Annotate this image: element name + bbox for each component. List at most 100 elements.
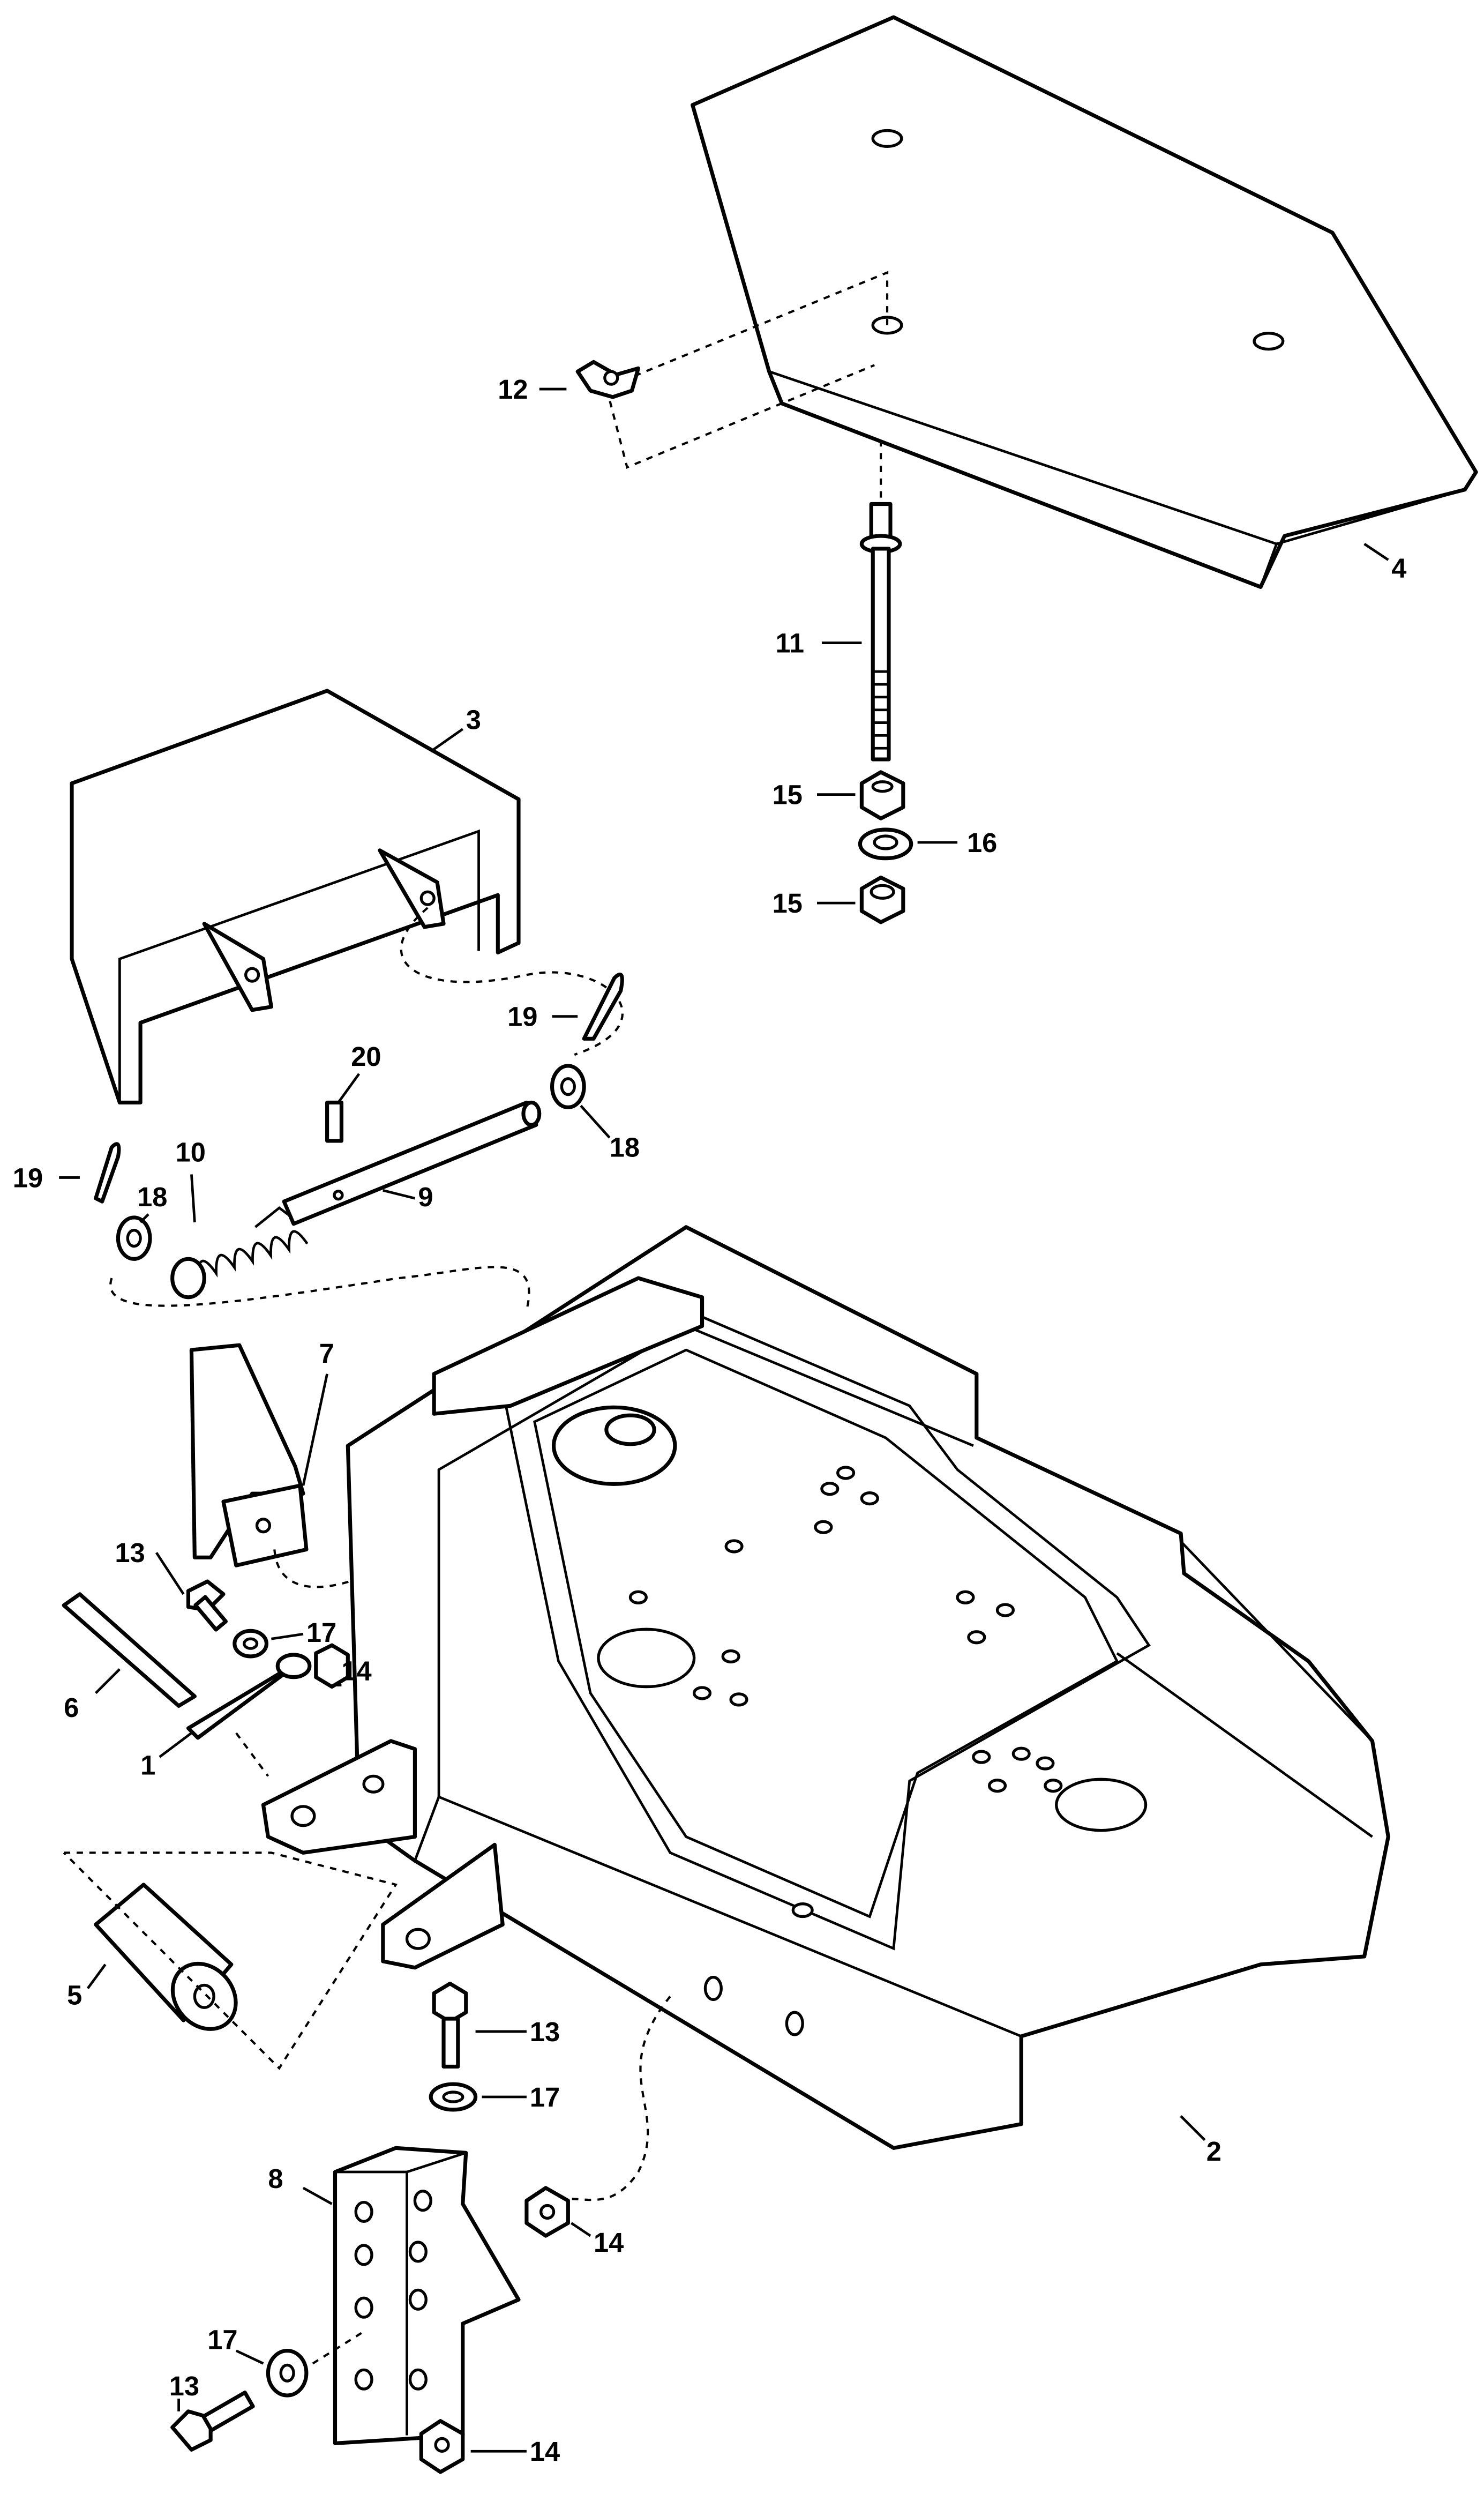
callout-number: 13 — [169, 2371, 199, 2401]
leader-line — [1363, 542, 1389, 561]
part-19-cotter-pin-left — [94, 1142, 121, 1204]
callout-number: 13 — [115, 1537, 145, 1568]
part-3-shield — [70, 689, 624, 1105]
part-15-nut-upper — [859, 770, 905, 820]
part-1-hook-bolt — [186, 1653, 312, 1777]
callout-6: 6 — [64, 1668, 121, 1723]
block-hole — [354, 2200, 373, 2223]
callout-number: 16 — [967, 827, 997, 858]
callout-number: 14 — [594, 2227, 624, 2258]
callout-19: 19 — [507, 1001, 578, 1032]
callout-number: 20 — [351, 1041, 381, 1072]
callout-number: 18 — [137, 1182, 167, 1212]
callout-number: 8 — [268, 2163, 283, 2194]
deck-hole — [972, 1750, 991, 1764]
callout-number: 2 — [1206, 2136, 1221, 2167]
deck-hole — [956, 1590, 975, 1604]
callout-18: 18 — [580, 1104, 640, 1163]
deck-hole — [836, 1466, 856, 1480]
deck-hole — [724, 1539, 744, 1554]
deck-hole — [814, 1520, 833, 1534]
callout-1: 1 — [140, 1732, 192, 1780]
leader-line — [271, 1632, 304, 1640]
callout-10: 10 — [176, 1137, 206, 1222]
part-19-cotter-pin-right — [582, 973, 624, 1041]
block-hole — [413, 2190, 432, 2212]
block-hole — [408, 2241, 428, 2263]
callout-number: 7 — [319, 1338, 334, 1369]
deck-hole — [729, 1692, 748, 1707]
leader-line — [430, 728, 464, 753]
part-18-washer-right — [550, 1064, 586, 1109]
leader-line — [159, 1732, 192, 1758]
callout-11: 11 — [776, 628, 862, 659]
leader-line — [139, 1213, 149, 1223]
callout-number: 18 — [610, 1132, 640, 1163]
callout-5: 5 — [67, 1963, 107, 2010]
callout-7: 7 — [302, 1338, 334, 1486]
callout-14: 14 — [570, 2222, 624, 2258]
callout-13: 13 — [169, 2371, 199, 2411]
callout-15: 15 — [773, 779, 856, 810]
callout-number: 10 — [176, 1137, 206, 1168]
callout-4: 4 — [1363, 542, 1406, 584]
callout-18: 18 — [137, 1182, 167, 1223]
leader-line — [383, 1189, 415, 1200]
part-18-washer-left — [116, 1215, 152, 1261]
callout-labels: 1241131516151920109181918713171461513172… — [13, 374, 1407, 2467]
part-11-bolt — [859, 502, 902, 761]
deck-hole — [967, 1630, 986, 1645]
callout-17: 17 — [271, 1617, 336, 1648]
leader-line — [1180, 2115, 1206, 2141]
callout-number: 19 — [507, 1001, 537, 1032]
part-20-roll-pin — [325, 1100, 343, 1143]
hinge-brackets — [261, 1739, 505, 1970]
deck-hole — [820, 1482, 840, 1496]
part-17-washer-lower — [266, 2349, 309, 2398]
part-16-washer — [858, 827, 913, 861]
part-4-top-plate — [605, 15, 1478, 589]
callout-number: 13 — [530, 2017, 560, 2047]
callout-number: 3 — [466, 704, 481, 735]
part-13-bolt-mid — [432, 1982, 468, 2069]
callout-14: 14 — [335, 1656, 372, 1686]
block-hole — [354, 2296, 373, 2319]
leader-line — [337, 1073, 361, 1103]
callout-number: 17 — [207, 2325, 237, 2355]
deck-hole — [860, 1491, 879, 1506]
callout-number: 12 — [498, 374, 528, 405]
part-13-bolt-upper — [186, 1579, 228, 1632]
callout-8: 8 — [268, 2163, 333, 2205]
block-hole — [408, 2368, 428, 2391]
callout-20: 20 — [337, 1041, 381, 1103]
part-6-pin — [62, 1592, 197, 1708]
leader-line — [86, 1963, 107, 1989]
part-7-bracket — [189, 1343, 431, 1588]
block-hole — [354, 2368, 373, 2391]
callout-17: 17 — [482, 2082, 560, 2112]
leader-line — [580, 1104, 611, 1139]
part-14-nut-lower — [419, 2419, 465, 2474]
callout-2: 2 — [1180, 2115, 1221, 2167]
deck-hole — [995, 1603, 1015, 1617]
block-hole — [354, 2244, 373, 2266]
callout-17: 17 — [207, 2325, 264, 2365]
leader-line — [190, 1174, 196, 1222]
callout-number: 15 — [773, 779, 803, 810]
callout-number: 15 — [773, 888, 803, 919]
callout-number: 6 — [64, 1692, 79, 1723]
deck-hole — [1011, 1746, 1031, 1761]
part-12-wing-nut — [575, 360, 640, 399]
block-hole — [408, 2288, 428, 2311]
leader-line — [302, 1373, 328, 1486]
part-8-block — [333, 2146, 521, 2445]
callout-13: 13 — [115, 1537, 185, 1595]
part-9-pin — [282, 1100, 542, 1226]
callout-14: 14 — [470, 2436, 560, 2467]
callout-number: 1 — [140, 1750, 155, 1780]
callout-number: 11 — [776, 628, 805, 659]
part-10-spring — [170, 1206, 309, 1300]
callout-number: 14 — [341, 1656, 371, 1686]
deck-hole — [987, 1779, 1007, 1793]
